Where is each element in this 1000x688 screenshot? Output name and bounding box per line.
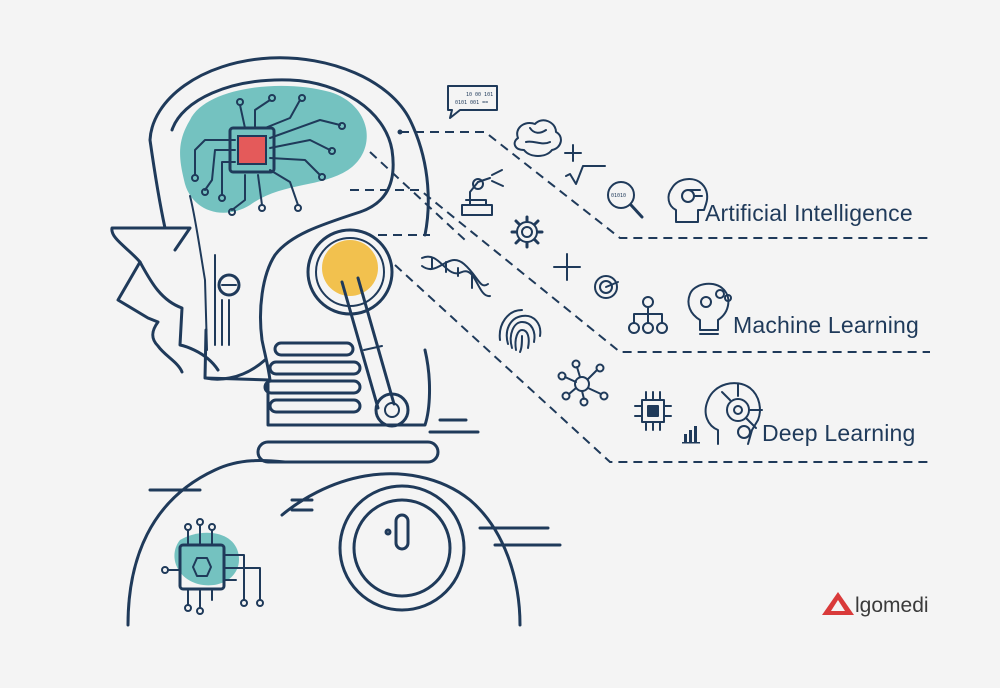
brand-word: lgomedi [855, 594, 929, 617]
svg-text:0101 001 ==: 0101 001 == [455, 100, 488, 106]
network-icon [628, 296, 668, 334]
brain-icon [513, 119, 562, 157]
network-hub-icon [557, 359, 609, 407]
chest-stripe [478, 526, 562, 547]
speech-bubble-icon: 10 00 101 0101 001 == [447, 85, 498, 119]
helmet-outline [110, 56, 430, 372]
brain-head-icon [704, 382, 763, 445]
fingerprint-icon [498, 309, 542, 353]
connector-ai-mid [369, 151, 466, 241]
skull-ridge [189, 195, 208, 351]
ai-head-icon [667, 178, 709, 223]
jaw-line [204, 358, 267, 381]
shoulder-outline [126, 459, 287, 627]
connector-dl [394, 264, 930, 463]
connector-ml-a [350, 189, 930, 353]
chest-dash [290, 498, 314, 512]
label-artificial-intelligence: Artificial Intelligence [705, 200, 913, 226]
chest-dial [338, 484, 466, 612]
neck-vents [263, 341, 362, 414]
magnifier-icon: 01010 [607, 181, 644, 219]
cpu-chip [228, 126, 276, 174]
chest-outline [280, 472, 522, 627]
shoulder-chip [161, 518, 264, 615]
ear-joint [306, 228, 394, 316]
neck-line [266, 348, 432, 427]
lightbulb-gears-icon [687, 282, 732, 335]
plus-icon [564, 144, 582, 162]
collar [256, 440, 440, 464]
connector-ai-top [400, 131, 930, 239]
robot-head [110, 56, 480, 464]
robot-torso [126, 459, 562, 627]
svg-text:01010: 01010 [611, 193, 626, 199]
gear-icon [510, 215, 544, 249]
brain-circuits [191, 94, 346, 216]
chip-icon [634, 391, 672, 431]
brand-wordmark: lgomedi [855, 594, 929, 618]
face-profile [116, 226, 192, 374]
neck-piston [340, 276, 410, 428]
dna-icon [421, 255, 491, 297]
bar-chart-icon [682, 426, 700, 444]
label-machine-learning: Machine Learning [733, 312, 920, 338]
square-root-icon [565, 165, 606, 185]
connectors [350, 129, 930, 463]
plus-icon [553, 253, 581, 281]
face-plate [170, 78, 395, 382]
robot-arm-icon [461, 169, 504, 216]
brand-logo-mark [822, 592, 854, 615]
svg-text:10 00 101: 10 00 101 [466, 92, 493, 98]
label-deep-learning: Deep Learning [762, 420, 916, 446]
target-icon [594, 275, 619, 299]
side-gauge [214, 254, 241, 346]
